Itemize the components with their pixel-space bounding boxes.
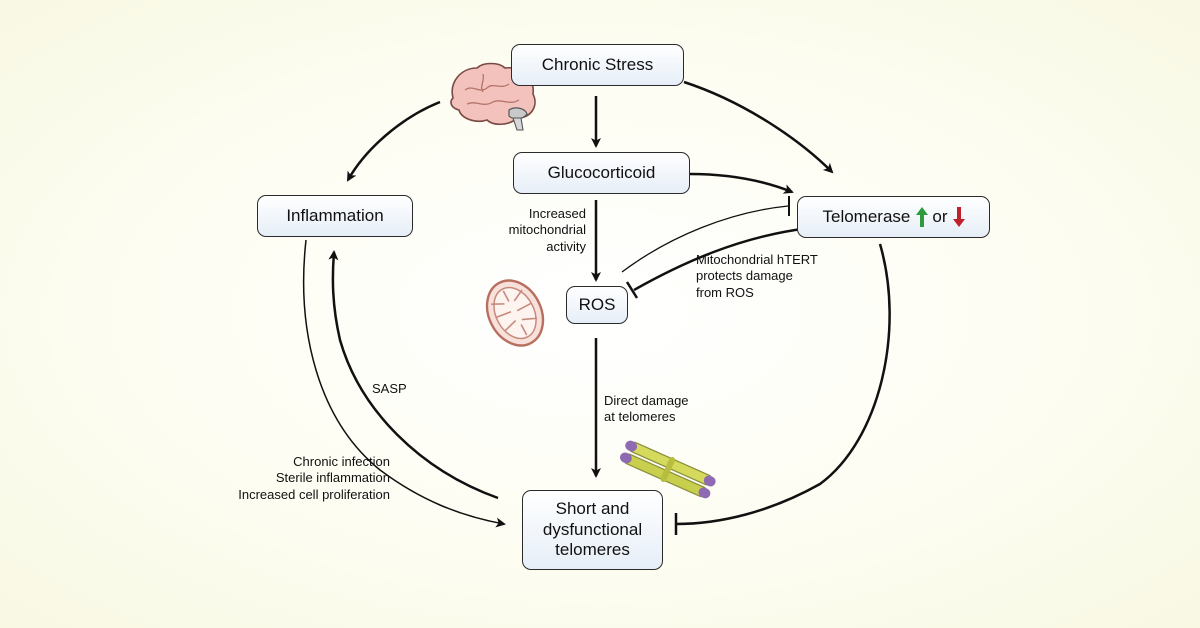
arrow-glucocorticoid-to-telomerase xyxy=(689,172,794,194)
direct-damage-line-1: Direct damage xyxy=(604,393,689,408)
inhibit-telomerase-to-ros xyxy=(633,226,811,292)
arrow-telomeres-to-inflammation xyxy=(328,250,499,500)
telomeres-label-line-1: Short and xyxy=(555,499,630,519)
arrow-stress-to-telomerase xyxy=(683,80,834,174)
chromosome-icon xyxy=(619,440,716,499)
ros-node: ROS xyxy=(566,286,628,324)
telomeres-node: Short and dysfunctional telomeres xyxy=(522,490,663,570)
causes-line-3: Increased cell proliferation xyxy=(238,486,390,502)
direct-damage-label: Direct damage at telomeres xyxy=(604,393,724,426)
causes-line-2: Sterile inflammation xyxy=(275,470,390,486)
inhibit-telomerase-to-telomeres xyxy=(675,243,891,526)
mitochondrion-icon xyxy=(485,279,545,347)
inflammation-node: Inflammation xyxy=(257,195,413,237)
chronic-stress-label: Chronic Stress xyxy=(541,54,654,74)
causes-line-1: Chronic infection xyxy=(293,454,390,469)
ros-label: ROS xyxy=(578,294,616,314)
inflammation-label: Inflammation xyxy=(286,205,384,225)
increased-mito-line-3: activity xyxy=(546,238,586,254)
increased-mitochondrial-label: Increased mitochondrial activity xyxy=(462,206,586,255)
sasp-label: SASP xyxy=(372,381,407,396)
increased-mito-line-2: mitochondrial xyxy=(508,222,586,238)
increased-mito-line-1: Increased xyxy=(528,206,586,221)
up-arrow-icon xyxy=(916,207,929,227)
telomeres-label-line-3: telomeres xyxy=(555,540,630,560)
inhibit-bar-ros xyxy=(625,281,639,299)
down-arrow-icon xyxy=(952,207,965,227)
telomerase-or-label: or xyxy=(932,206,948,226)
glucocorticoid-node: Glucocorticoid xyxy=(513,152,690,194)
direct-damage-line-2: at telomeres xyxy=(604,409,676,425)
htert-label: Mitochondrial hTERT protects damage from… xyxy=(696,252,876,301)
arrow-stress-to-inflammation xyxy=(346,100,441,182)
telomerase-node: Telomerase or xyxy=(797,196,990,238)
chronic-stress-node: Chronic Stress xyxy=(511,44,684,86)
arrow-inflammation-to-telomeres xyxy=(302,239,506,528)
telomeres-label-line-2: dysfunctional xyxy=(542,519,643,539)
htert-line-3: from ROS xyxy=(696,284,754,300)
telomerase-label: Telomerase xyxy=(822,206,911,226)
inflammation-causes-label: Chronic infection Sterile inflammation I… xyxy=(196,454,390,503)
inhibit-ros-to-telomerase xyxy=(621,205,789,273)
glucocorticoid-label: Glucocorticoid xyxy=(547,162,656,182)
htert-line-1: Mitochondrial hTERT xyxy=(696,252,818,267)
htert-line-2: protects damage xyxy=(696,268,793,284)
